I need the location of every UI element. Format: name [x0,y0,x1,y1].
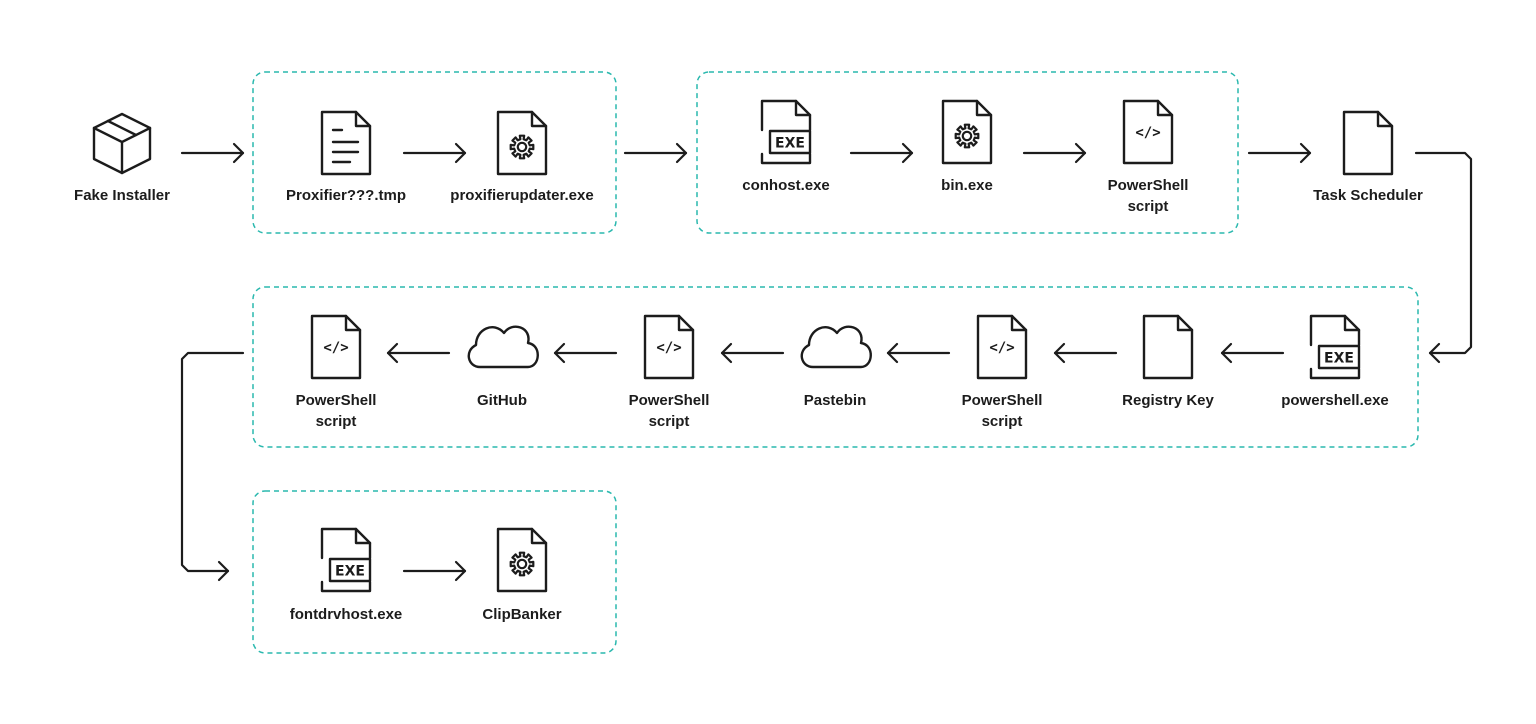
cloud-icon [467,325,539,369]
code-file-icon: </> [310,314,362,380]
gear-file-icon [941,99,993,165]
cloud-icon [800,325,872,369]
node-label-fontdrvhost: fontdrvhost.exe [289,606,403,623]
exe-file-icon: EXE [760,99,812,165]
node-label-task-scheduler: Task Scheduler [1313,187,1423,204]
node-label-ps-script-3: PowerShell script [628,392,710,430]
exe-badge: EXE [335,564,365,580]
edge-arrow-1 [180,142,245,164]
edge-arrow-13 [386,342,451,364]
edge-arrow-8 [1220,342,1285,364]
gear-file-icon [496,110,548,176]
exe-file-icon: EXE [320,527,372,593]
node-label-ps-script-4: PowerShell script [295,392,377,430]
node-label-github: GitHub [477,392,527,409]
node-label-powershell-exe: powershell.exe [1281,392,1389,409]
node-label-proxifierupdater: proxifierupdater.exe [450,187,594,204]
code-file-icon: </> [976,314,1028,380]
blank-file-icon [1142,314,1194,380]
group-box-4 [252,490,617,654]
blank-file-icon [1342,110,1394,176]
gear-file-icon [496,527,548,593]
group-box-1 [252,71,617,234]
code-badge: </> [989,340,1014,356]
code-file-icon: </> [643,314,695,380]
node-label-registry-key: Registry Key [1122,392,1214,409]
code-badge: </> [323,340,348,356]
node-label-clipbanker: ClipBanker [482,606,562,623]
exe-badge: EXE [775,136,805,152]
edge-arrow-4 [849,142,914,164]
group-box-3 [252,286,1419,448]
exe-file-icon: EXE [1309,314,1361,380]
edge-arrow-5 [1022,142,1087,164]
node-label-fake-installer: Fake Installer [74,187,170,204]
text-file-icon [320,110,372,176]
edge-arrow-7 [1414,151,1473,364]
edge-arrow-11 [720,342,785,364]
node-label-conhost: conhost.exe [742,177,830,194]
exe-badge: EXE [1324,351,1354,367]
group-box-2 [696,71,1239,234]
edge-arrow-2 [402,142,467,164]
node-label-ps-script-1: PowerShell script [1107,177,1189,215]
edge-arrow-10 [886,342,951,364]
code-badge: </> [656,340,681,356]
edge-arrow-12 [553,342,618,364]
edge-arrow-15 [402,560,467,582]
edge-arrow-14 [180,351,245,582]
edge-arrow-6 [1247,142,1312,164]
package-icon [92,112,152,175]
code-badge: </> [1135,125,1160,141]
node-label-bin: bin.exe [941,177,993,194]
node-label-ps-script-2: PowerShell script [961,392,1043,430]
node-label-pastebin: Pastebin [803,392,867,409]
node-label-proxifier-tmp: Proxifier???.tmp [285,187,407,204]
edge-arrow-9 [1053,342,1118,364]
edge-arrow-3 [623,142,688,164]
code-file-icon: </> [1122,99,1174,165]
